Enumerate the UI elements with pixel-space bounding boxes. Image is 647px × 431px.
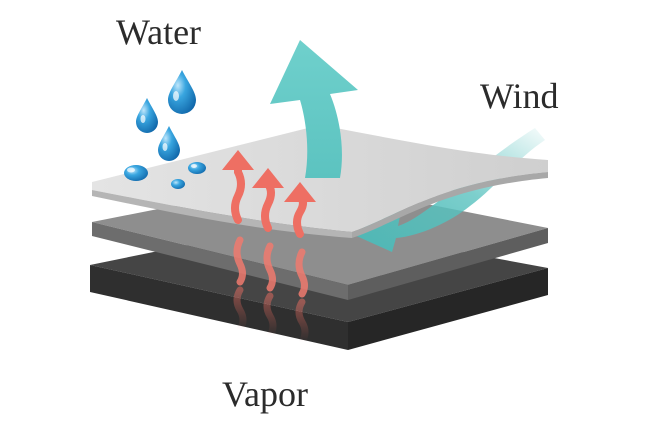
water-drop-icon — [158, 126, 180, 161]
water-drop-icon — [136, 98, 158, 133]
wind-label: Wind — [480, 76, 559, 116]
fabric-layer-top — [92, 125, 548, 238]
water-label: Water — [116, 12, 202, 52]
vapor-tails — [233, 286, 309, 346]
vapor-arrow-icon — [222, 150, 254, 224]
water-drop-icon — [124, 165, 148, 181]
vapor-label: Vapor — [222, 374, 308, 414]
water-drop-icon — [171, 179, 185, 189]
air-flow-arrow-icon — [270, 40, 358, 178]
vapor-arrow-icon — [284, 182, 316, 238]
vapor-arrows — [222, 150, 316, 238]
vapor-mid — [233, 236, 308, 298]
water-drop-icon — [168, 70, 196, 114]
water-drops — [124, 70, 206, 189]
water-drop-icon — [188, 162, 206, 174]
vapor-arrow-icon — [252, 168, 284, 232]
